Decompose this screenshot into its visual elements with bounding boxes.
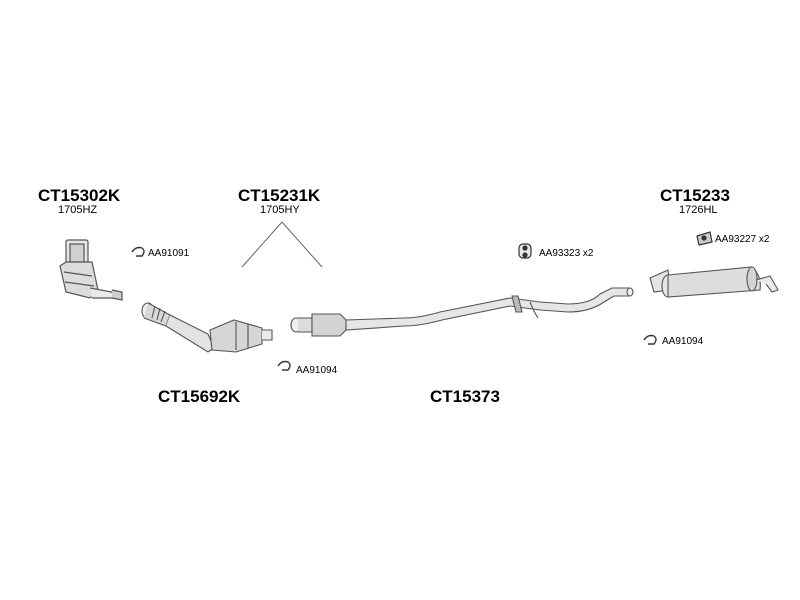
part-sub-ct15233: 1726HL xyxy=(679,204,718,216)
fitting-ref-aa91094-left: AA91094 xyxy=(296,365,338,376)
part-sub-ct15302k: 1705HZ xyxy=(58,204,98,216)
fitting-ref-aa91091: AA91091 xyxy=(148,248,190,259)
clamp-aa91091-icon xyxy=(131,246,145,257)
part-code-ct15233: CT15233 xyxy=(660,186,730,205)
part-code-ct15231k: CT15231K xyxy=(238,186,321,205)
front-pipe-ct15692k xyxy=(141,302,273,353)
catalytic-converter-ct15302k xyxy=(59,239,123,301)
clamp-aa91094-right-icon xyxy=(643,334,657,345)
rear-silencer-ct15233 xyxy=(649,266,779,298)
assembly-bracket-lines xyxy=(241,221,323,268)
rubber-mount-aa93227-icon xyxy=(696,231,713,246)
middle-pipe-ct15373 xyxy=(290,287,634,337)
fitting-ref-aa93227: AA93227 x2 xyxy=(715,234,770,245)
clamp-aa91094-left-icon xyxy=(277,360,291,371)
fitting-ref-aa91094-right: AA91094 xyxy=(662,336,704,347)
fitting-ref-aa93323: AA93323 x2 xyxy=(539,248,594,259)
rubber-mount-aa93323-icon xyxy=(518,243,532,259)
part-code-ct15692k: CT15692K xyxy=(158,387,241,406)
part-sub-ct15231k: 1705HY xyxy=(260,204,300,216)
part-code-ct15302k: CT15302K xyxy=(38,186,121,205)
part-code-ct15373: CT15373 xyxy=(430,387,500,406)
